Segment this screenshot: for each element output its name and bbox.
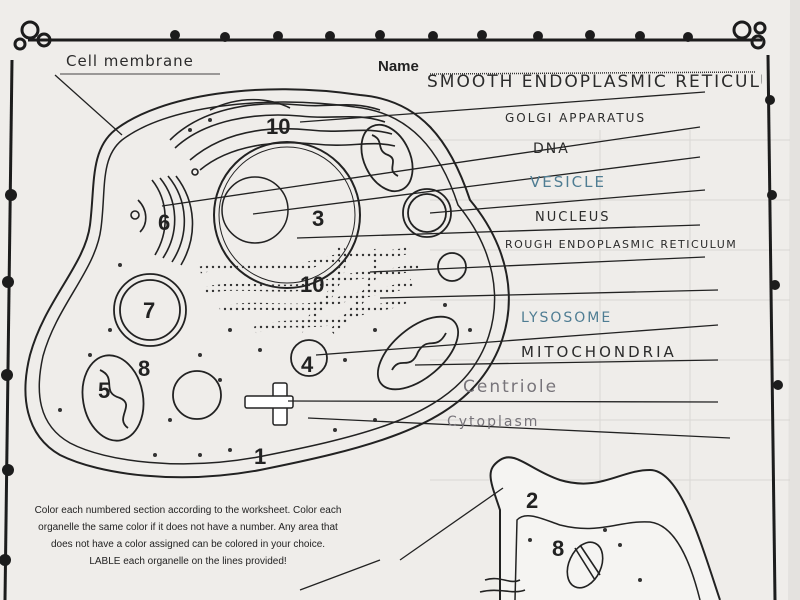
label-rough-er: ROUGH ENDOPLASMIC RETICULUM: [505, 238, 738, 251]
name-label: Name: [378, 58, 419, 75]
region-number-nucleus: 3: [312, 206, 325, 231]
name-field[interactable]: Name: [378, 58, 419, 76]
label-nucleus: NUCLEUS: [535, 210, 611, 225]
label-golgi: GOLGI APPARATUS: [505, 111, 647, 125]
label-dna: DNA: [533, 141, 570, 157]
instructions: Color each numbered section according to…: [18, 502, 358, 570]
instruction-line: does not have a color assigned can be co…: [50, 539, 326, 550]
label-lysosome: LYSOSOME: [521, 310, 613, 326]
cell-membrane-inner: [38, 101, 496, 465]
region-number-smooth-er: 10: [266, 114, 291, 139]
region-number-plant-cytoplasm: 8: [552, 536, 565, 561]
label-vesicle: VESICLE: [530, 173, 606, 191]
region-number-plant-cell: 2: [526, 488, 539, 513]
label-smooth-er: SMOOTH ENDOPLASMIC RETICULUM: [427, 72, 762, 92]
label-centriole: Centriole: [463, 377, 559, 397]
cell-membrane-outer: [24, 88, 510, 479]
region-number-vacuole: 7: [143, 298, 156, 323]
instruction-line: LABLE each organelle on the lines provid…: [89, 556, 287, 567]
label-mitochondria: MITOCHONDRIA: [521, 343, 677, 361]
region-number-cytoplasm: 8: [138, 356, 151, 381]
region-number-rough-er: 10: [300, 272, 325, 297]
instruction-line: Color each numbered section according to…: [34, 505, 342, 516]
region-number-golgi: 6: [158, 210, 171, 235]
instruction-line: organelle the same color if it does not …: [38, 522, 338, 533]
region-number-membrane: 1: [254, 444, 267, 469]
region-number-lysosome: 4: [301, 352, 314, 377]
cell-membrane-label: Cell membrane: [66, 52, 194, 70]
label-cytoplasm: Cytoplasm: [447, 414, 540, 430]
region-number-mitochondrion: 5: [98, 378, 111, 403]
